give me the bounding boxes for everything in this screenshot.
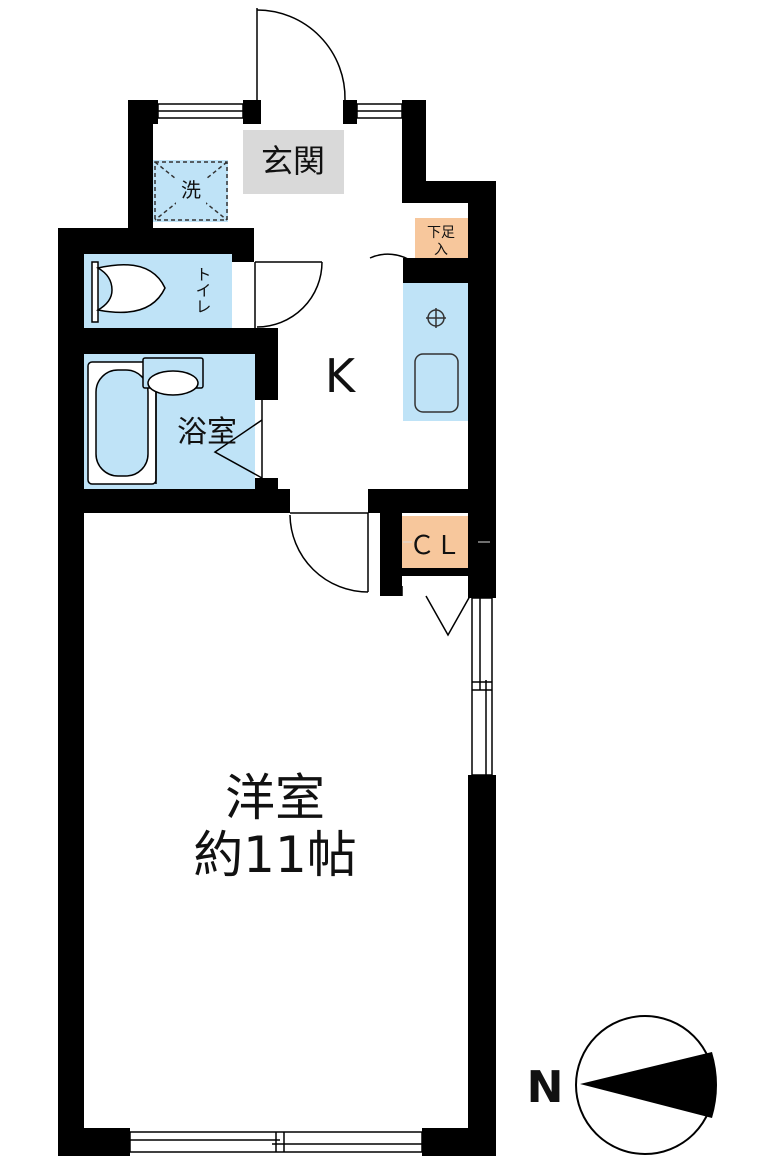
washer-icon xyxy=(154,161,228,221)
bathroom-label: 浴室 xyxy=(177,415,237,450)
toilet-label: トイレ xyxy=(193,266,212,314)
compass-north-label: N xyxy=(527,1062,564,1113)
kitchen-label: K xyxy=(325,349,357,403)
western-room-name-label: 洋室 xyxy=(225,769,325,827)
washer-label: 洗 xyxy=(181,178,201,202)
shoe-box xyxy=(415,218,468,258)
compass: N xyxy=(527,1015,717,1155)
bathtub-icon xyxy=(87,357,204,485)
toilet-bowl-icon xyxy=(91,261,166,323)
western-room-size-label: 約11帖 xyxy=(193,826,357,884)
closet-area xyxy=(401,516,468,568)
shoe-box-label-line2: 入 xyxy=(434,242,448,258)
entrance-label: 玄関 xyxy=(261,142,325,180)
walls xyxy=(58,100,496,1156)
compass-needle-icon xyxy=(580,1052,717,1118)
stove-icon xyxy=(426,308,446,328)
windows xyxy=(129,103,493,1153)
sink-icon xyxy=(414,353,459,413)
doors xyxy=(213,8,471,637)
shoe-box-label-line1: 下足 xyxy=(427,225,455,241)
entrance-floor xyxy=(243,130,344,194)
closet-label: ＣＬ xyxy=(409,531,461,561)
